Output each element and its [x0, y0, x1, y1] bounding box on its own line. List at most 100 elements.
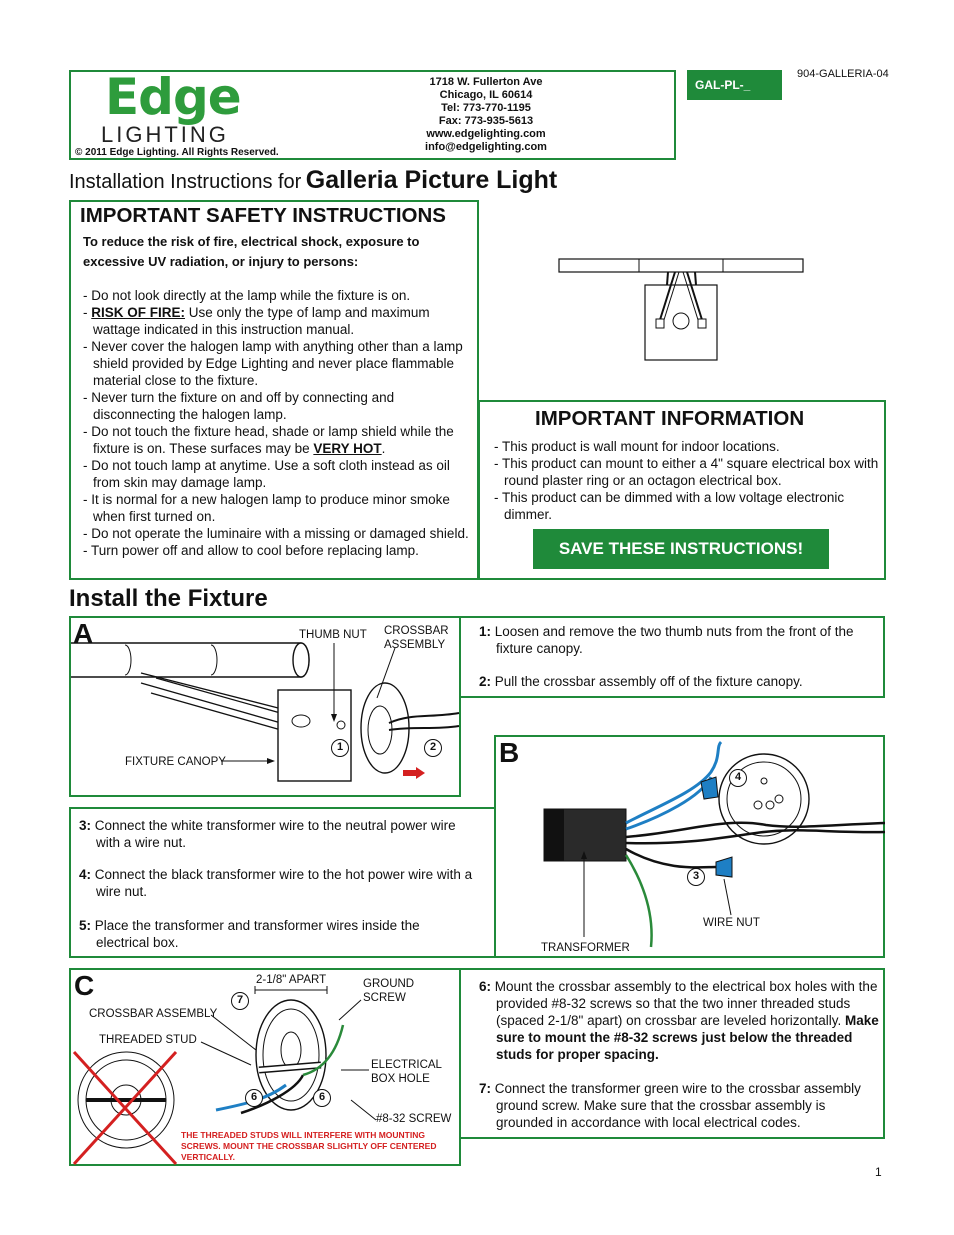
section-a-letter: A	[73, 618, 94, 649]
save-instructions-banner: SAVE THESE INSTRUCTIONS!	[533, 529, 829, 569]
step-text: Mount the crossbar assembly to the elect…	[491, 979, 878, 1028]
risk-text: Use only the type of lamp and maximum wa…	[93, 305, 430, 337]
step-number: 5:	[79, 918, 92, 933]
safety-intro: To reduce the risk of fire, electrical s…	[83, 234, 420, 269]
section-a-steps: 1: Loosen and remove the two thumb nuts …	[459, 616, 885, 698]
email-link[interactable]: info@edgelighting.com	[425, 141, 547, 153]
title-product: Galleria Picture Light	[305, 166, 558, 194]
safety-dash: -	[83, 305, 92, 320]
step-number: 2:	[479, 674, 492, 689]
warning-text: THE THREADED STUDS WILL INTERFERE WITH M…	[181, 1130, 437, 1162]
transformer-diagram	[543, 740, 885, 948]
info-item: - This product can mount to either a 4" …	[494, 456, 879, 488]
step-6: 6: Mount the crossbar assembly to the el…	[479, 978, 881, 1063]
threaded-stud-label: THREADED STUD	[99, 1034, 197, 1046]
info-list: - This product is wall mount for indoor …	[494, 438, 882, 523]
copyright: © 2011 Edge Lighting. All Rights Reserve…	[75, 147, 279, 158]
safety-heading: IMPORTANT SAFETY INSTRUCTIONS	[80, 204, 446, 227]
step-2: 2: Pull the crossbar assembly off of the…	[479, 673, 881, 690]
marker-2: 2	[424, 739, 442, 757]
crossbar-diagram	[72, 986, 377, 1166]
part-code-badge: GAL-PL-_	[687, 70, 782, 100]
screw-label: #8-32 SCREW	[376, 1113, 452, 1125]
step-number: 4:	[79, 867, 92, 882]
step-number: 1:	[479, 624, 492, 639]
marker-3: 3	[687, 868, 705, 886]
step-text: Place the transformer and transformer wi…	[91, 918, 420, 950]
website-link[interactable]: www.edgelighting.com	[426, 128, 546, 140]
info-item: - This product can be dimmed with a low …	[494, 490, 845, 522]
marker-7: 7	[231, 992, 249, 1010]
hot-end: .	[381, 441, 386, 456]
marker-6: 6	[313, 1089, 331, 1107]
wire-nut-label: WIRE NUT	[703, 917, 760, 929]
fixture-canopy-label: FIXTURE CANOPY	[125, 756, 226, 768]
step-3: 3: Connect the white transformer wire to…	[79, 817, 474, 851]
install-heading: Install the Fixture	[69, 585, 268, 612]
step-text: Loosen and remove the two thumb nuts fro…	[491, 624, 854, 656]
safety-item: - It is normal for a new halogen lamp to…	[83, 492, 450, 524]
crossbar-assembly-label: CROSSBAR ASSEMBLY	[89, 1008, 218, 1020]
section-b-figure: B TRANSFORMER WIRE NUT 3 4	[494, 735, 885, 958]
safety-item: - Turn power off and allow to cool befor…	[83, 543, 419, 558]
page-number: 1	[875, 1165, 882, 1179]
canopy-diagram	[71, 642, 460, 782]
safety-item: - Do not touch the fixture head, shade o…	[83, 423, 477, 457]
address-line: 1718 W. Fullerton Ave	[429, 76, 543, 88]
very-hot-label: VERY HOT	[313, 441, 382, 456]
marker-1: 1	[331, 739, 349, 757]
safety-item: - Never turn the fixture on and off by c…	[83, 390, 395, 422]
step-7: 7: Connect the transformer green wire to…	[479, 1080, 881, 1131]
header-box: Edge LIGHTING © 2011 Edge Lighting. All …	[69, 68, 676, 160]
safety-box: IMPORTANT SAFETY INSTRUCTIONS To reduce …	[69, 200, 479, 580]
title-prefix: Installation Instructions for	[69, 171, 302, 193]
step-6-emphasis: Make sure to mount the #8-32 screws just…	[496, 1013, 879, 1062]
section-c-letter: C	[74, 970, 95, 1001]
risk-of-fire-label: RISK OF FIRE:	[91, 305, 185, 320]
step-1: 1: Loosen and remove the two thumb nuts …	[479, 623, 881, 657]
section-c-steps: 6: Mount the crossbar assembly to the el…	[459, 968, 885, 1139]
step-text: Connect the white transformer wire to th…	[91, 818, 456, 850]
step-text: Pull the crossbar assembly off of the fi…	[491, 674, 803, 689]
doc-code: 904-GALLERIA-04	[797, 68, 889, 80]
thumb-nut-label: THUMB NUT	[299, 629, 367, 641]
address-block: 1718 W. Fullerton Ave Chicago, IL 60614 …	[396, 76, 576, 154]
safety-item: - RISK OF FIRE: Use only the type of lam…	[83, 304, 477, 338]
lamp-shade	[558, 258, 804, 273]
info-heading: IMPORTANT INFORMATION	[535, 407, 805, 430]
fax: Fax: 773-935-5613	[438, 115, 534, 127]
hot-text: - Do not touch the fixture head, shade o…	[83, 424, 454, 456]
step-text: Connect the black transformer wire to th…	[91, 867, 473, 899]
address-line: Chicago, IL 60614	[439, 89, 533, 101]
safety-item: - Do not touch lamp at anytime. Use a so…	[83, 458, 450, 490]
marker-6: 6	[245, 1089, 263, 1107]
electrical-box-hole-label: ELECTRICAL BOX HOLE	[371, 1059, 442, 1085]
step-text: Connect the transformer green wire to th…	[491, 1081, 861, 1130]
page-title: Installation Instructions for Galleria P…	[69, 166, 557, 195]
logo-word: Edge	[105, 68, 242, 126]
ground-screw-label: GROUND SCREW	[363, 978, 415, 1004]
step-4: 4: Connect the black transformer wire to…	[79, 866, 474, 900]
marker-4: 4	[729, 769, 747, 787]
product-drawing	[558, 258, 804, 361]
safety-item: - Do not operate the luminaire with a mi…	[83, 526, 469, 541]
step-number: 3:	[79, 818, 92, 833]
step-5: 5: Place the transformer and transformer…	[79, 917, 474, 951]
crossbar-assembly-label: CROSSBAR ASSEMBLY	[384, 625, 449, 651]
apart-label: 2-1/8" APART	[256, 974, 327, 986]
safety-item: - Never cover the halogen lamp with anyt…	[83, 339, 463, 388]
logo-sub: LIGHTING	[101, 122, 229, 147]
safety-list: - Do not look directly at the lamp while…	[83, 287, 477, 559]
section-c-figure: C 2-1/8" APART GROUND SCREW CROSSBAR ASS…	[69, 968, 461, 1166]
section-b-steps: 3: Connect the white transformer wire to…	[69, 807, 496, 958]
section-a-figure: A THUMB NUT CROSSBAR ASSEMBLY FIXTURE CA…	[69, 616, 461, 797]
safety-item: - Do not look directly at the lamp while…	[83, 288, 411, 303]
transformer-label: TRANSFORMER	[541, 942, 630, 954]
logo: Edge LIGHTING	[101, 68, 281, 148]
info-box: IMPORTANT INFORMATION - This product is …	[478, 400, 886, 580]
phone: Tel: 773-770-1195	[441, 102, 531, 114]
step-number: 6:	[479, 979, 492, 994]
info-item: - This product is wall mount for indoor …	[494, 439, 780, 454]
section-b-letter: B	[499, 737, 520, 768]
step-number: 7:	[479, 1081, 492, 1096]
